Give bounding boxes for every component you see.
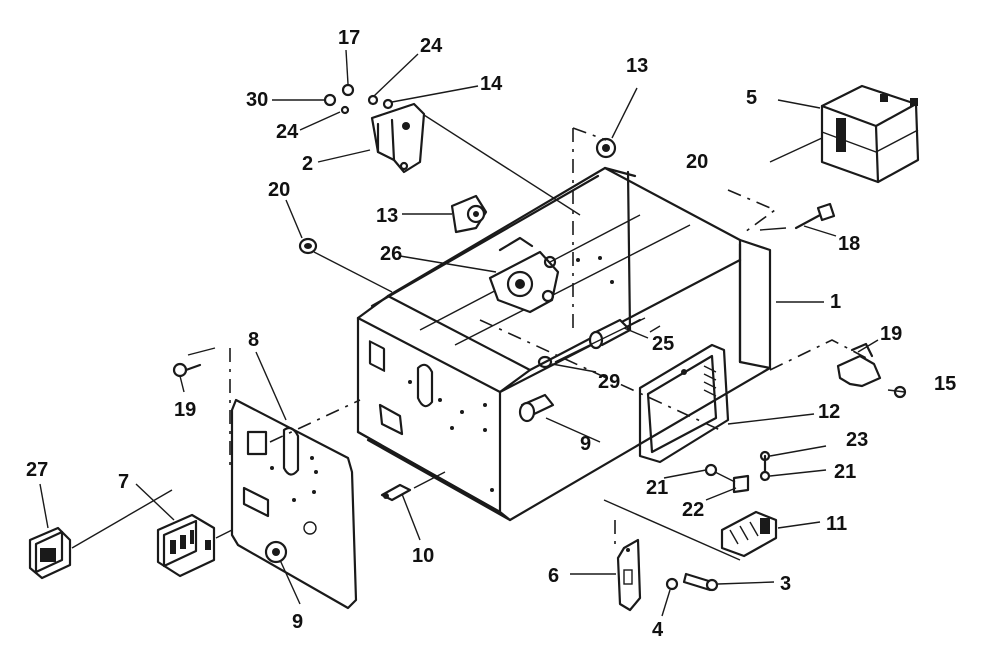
callout-14: 14 (480, 73, 503, 95)
assembly-lines (71, 114, 871, 561)
rectifier (720, 510, 778, 558)
callout-2: 2 (302, 153, 313, 175)
callout-16: 18 (838, 233, 860, 255)
washer-14 (382, 98, 394, 110)
callout-30: 30 (246, 89, 268, 111)
callout-19: 19 (174, 399, 196, 421)
callout-24-top: 24 (420, 35, 443, 57)
callout-5: 5 (746, 87, 757, 109)
callout-10: 10 (412, 545, 434, 567)
callout-7: 7 (118, 471, 129, 493)
cover-gasket (638, 343, 730, 464)
callout-13: 13 (376, 205, 398, 227)
capacitor (588, 318, 632, 350)
mounting-bracket (488, 236, 560, 314)
callout-21-right: 21 (834, 461, 856, 483)
washer-24b (340, 105, 350, 115)
callout-labels: 17 24 14 30 24 2 13 5 20 20 13 26 18 1 1… (26, 27, 956, 641)
duplex-receptacle (156, 513, 216, 578)
bushing (518, 393, 555, 423)
nut-30 (323, 93, 337, 107)
callout-9-frame: 9 (580, 433, 591, 455)
callout-29: 29 (598, 371, 620, 393)
contactor-relay (820, 84, 920, 184)
callout-8: 8 (248, 329, 259, 351)
callout-26: 26 (380, 243, 402, 265)
callout-21-left: 21 (646, 477, 668, 499)
callout-23: 23 (846, 429, 868, 451)
upper-bracket-13 (450, 194, 488, 234)
leader-lines (39, 49, 906, 617)
callout-18: 19 (880, 323, 902, 345)
callout-20-left: 20 (268, 179, 290, 201)
breaker-knob (264, 540, 288, 564)
callout-9-panel: 9 (292, 611, 303, 633)
grommet-20 (298, 237, 318, 255)
nut-21 (704, 463, 718, 477)
callout-3: 3 (780, 573, 791, 595)
grommet-pin (380, 483, 412, 502)
callout-22: 22 (682, 499, 704, 521)
top-grommet-13 (595, 137, 617, 159)
callout-11: 11 (826, 513, 847, 535)
callout-6: 6 (548, 565, 559, 587)
screw-22 (732, 474, 750, 494)
callout-15: 15 (934, 373, 956, 395)
callout-24: 24 (276, 121, 299, 143)
control-panel-plate (230, 398, 358, 610)
screw-17 (341, 83, 355, 97)
callout-25: 25 (652, 333, 674, 355)
clip-bracket (836, 342, 882, 388)
callout-13-top: 13 (626, 55, 648, 77)
callout-17: 17 (338, 27, 360, 49)
washer-29 (537, 355, 553, 369)
washer-4 (665, 577, 679, 591)
callout-4: 4 (652, 619, 664, 641)
screw-19 (172, 362, 202, 378)
callout-1: 1 (830, 291, 841, 313)
rocker-switch (28, 526, 72, 580)
washer-24 (367, 94, 379, 106)
callout-27: 27 (26, 459, 48, 481)
callout-20-right: 20 (686, 151, 708, 173)
mounting-plate-6 (616, 538, 642, 612)
nut-21b (759, 470, 771, 482)
callout-12: 12 (818, 401, 840, 423)
long-bolt (794, 202, 836, 230)
terminal-block (370, 102, 426, 174)
